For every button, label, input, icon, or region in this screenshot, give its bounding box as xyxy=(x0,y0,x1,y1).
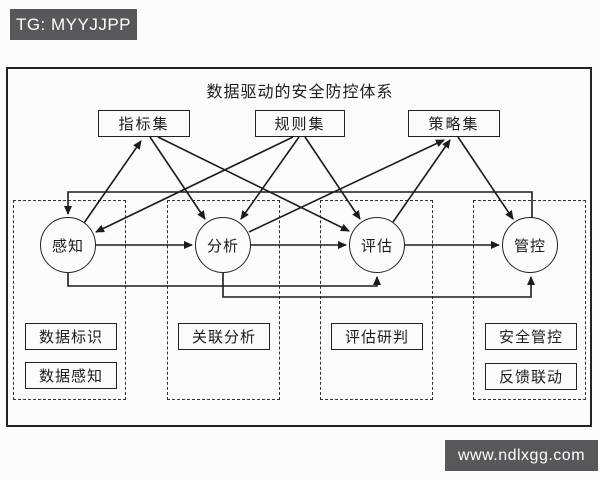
edge-rule-set-to-perception xyxy=(95,136,294,233)
evaluation-node: 评估 xyxy=(349,217,405,273)
group-box-evaluation xyxy=(320,200,433,400)
edge-strategy-set-to-control xyxy=(457,136,514,220)
group-box-analysis xyxy=(167,200,280,400)
edge-analysis-to-strategy-set xyxy=(248,139,445,233)
tg-watermark-badge: TG: MYYJJPP xyxy=(10,9,137,40)
site-watermark-badge: www.ndlxgg.com xyxy=(445,440,598,471)
edge-control-to-perception-feedback xyxy=(64,191,533,218)
sub-box-feedback-linkage: 反馈联动 xyxy=(485,363,577,390)
diagram-outer-frame xyxy=(6,67,592,427)
edge-rule-set-to-analysis xyxy=(240,136,300,220)
sub-box-correlation-analysis: 关联分析 xyxy=(178,323,270,350)
control-node: 管控 xyxy=(502,217,558,273)
edge-rule-set-to-evaluation xyxy=(304,136,361,220)
sub-box-data-labeling: 数据标识 xyxy=(25,323,117,350)
sub-box-data-perception: 数据感知 xyxy=(25,362,117,389)
edge-evaluation-to-strategy-set xyxy=(392,139,451,223)
edge-indicator-set-to-evaluation xyxy=(157,136,350,232)
group-box-control xyxy=(473,200,586,400)
edge-indicator-set-to-analysis xyxy=(149,136,206,220)
sub-box-security-control: 安全管控 xyxy=(485,323,577,350)
indicator-set-box: 指标集 xyxy=(98,110,190,137)
group-box-perception xyxy=(13,200,126,400)
rule-set-box: 规则集 xyxy=(255,110,345,137)
diagram-title: 数据驱动的安全防控体系 xyxy=(206,84,394,101)
sub-box-evaluation-judgment: 评估研判 xyxy=(331,323,423,350)
analysis-node: 分析 xyxy=(195,217,251,273)
edge-perception-to-indicator-set xyxy=(83,140,142,224)
perception-node: 感知 xyxy=(40,217,96,273)
edge-analysis-to-control-bypass xyxy=(222,273,535,298)
strategy-set-box: 策略集 xyxy=(408,110,500,137)
